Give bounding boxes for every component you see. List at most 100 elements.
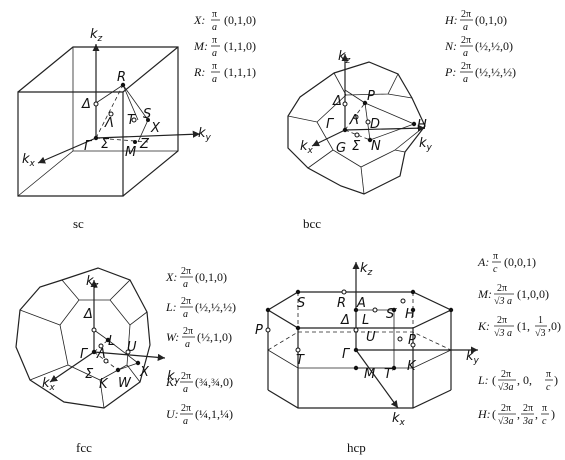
fcc-kz-label: kz xyxy=(86,274,99,291)
svg-text:,0): ,0) xyxy=(548,319,561,333)
bcc-point-Delta: Δ xyxy=(332,94,342,109)
svg-text:2π: 2π xyxy=(461,35,471,46)
fcc-equations: X: 2πa (0,1,0) L: 2πa (½,½,½) W: 2πa (½,… xyxy=(165,266,236,427)
sc-ky-axis xyxy=(95,130,201,139)
hcp-point-T: T xyxy=(296,353,305,368)
svg-text:K:: K: xyxy=(165,375,178,389)
svg-text:a: a xyxy=(183,384,188,395)
sc-point-Sigma: Σ xyxy=(101,137,110,152)
svg-text:π: π xyxy=(212,61,217,72)
svg-text:, 0,: , 0, xyxy=(517,373,532,387)
svg-text:W:: W: xyxy=(166,330,179,344)
fcc-point-W: W xyxy=(118,376,132,391)
svg-text:L:: L: xyxy=(477,373,489,387)
bcc-kx-axis xyxy=(311,129,346,147)
bcc-kx-label: kx xyxy=(300,139,314,156)
bcc-point-P: P xyxy=(367,89,375,104)
svg-text:M:: M: xyxy=(193,39,208,53)
sc-panel: kz ky kx R Δ Λ T S X Γ Σ M Z sc X: πa (0… xyxy=(17,9,256,231)
svg-text:(1,1,1): (1,1,1) xyxy=(224,65,256,79)
svg-text:2π: 2π xyxy=(501,403,511,414)
hcp-point-T-prime: T′ xyxy=(384,367,395,382)
svg-text:a: a xyxy=(212,74,217,85)
svg-text:(0,0,1): (0,0,1) xyxy=(504,255,536,269)
sc-kx-label: kx xyxy=(22,152,36,169)
svg-text:√3a: √3a xyxy=(498,382,514,393)
sc-point-Gamma: Γ xyxy=(84,139,93,154)
svg-text:a: a xyxy=(212,48,217,59)
hcp-point-M: M xyxy=(364,367,375,382)
svg-text:H:: H: xyxy=(477,407,491,421)
hcp-panel: kz ky kx S R A P Δ L S′ H P U T Γ K M T′… xyxy=(255,251,561,455)
fcc-point-Lambda: Λ xyxy=(96,347,106,362)
fcc-ky-label: ky xyxy=(167,369,181,386)
svg-text:1: 1 xyxy=(538,315,543,326)
hcp-point-Delta: Δ xyxy=(340,313,350,328)
fcc-point-Gamma: Γ xyxy=(80,347,89,362)
sc-point-Z: Z xyxy=(139,137,150,152)
hcp-point-P-right: P xyxy=(408,333,416,348)
hcp-equations: A: πc (0,0,1) M: 2π√3 a (1,0,0) K: 2π√3 … xyxy=(477,251,561,427)
hcp-point-A: A xyxy=(356,296,366,311)
svg-text:√3 a: √3 a xyxy=(494,296,512,307)
hcp-kx-label: kx xyxy=(392,411,406,428)
svg-text:(1,: (1, xyxy=(517,319,530,333)
svg-text:2π: 2π xyxy=(497,315,507,326)
svg-text:(½,½,0): (½,½,0) xyxy=(475,39,513,53)
svg-text:a: a xyxy=(212,22,217,33)
svg-text:π: π xyxy=(212,35,217,46)
hcp-point-U: U xyxy=(366,330,376,345)
svg-text:,: , xyxy=(535,407,538,421)
svg-text:(½,½,½): (½,½,½) xyxy=(475,65,516,79)
fcc-panel: kz ky kx Δ L Γ Λ U Σ K W X fcc X: 2πa (0… xyxy=(15,266,236,455)
svg-text:(: ( xyxy=(492,373,496,387)
svg-text:(0,1,0): (0,1,0) xyxy=(195,270,227,284)
svg-text:L:: L: xyxy=(165,300,177,314)
svg-text:H:: H: xyxy=(444,13,458,27)
svg-text:c: c xyxy=(493,264,498,275)
fcc-point-U: U xyxy=(127,340,137,355)
fcc-point-Delta: Δ xyxy=(83,307,93,322)
svg-text:2π: 2π xyxy=(497,283,507,294)
bcc-point-Sigma: Σ xyxy=(352,139,361,154)
fcc-point-K: K xyxy=(99,377,109,392)
svg-text:a: a xyxy=(463,22,468,33)
svg-text:π: π xyxy=(493,251,498,262)
svg-text:): ) xyxy=(551,407,555,421)
bcc-panel: kz ky kx P Δ Γ Λ D H G Σ N bcc H: 2πa (0… xyxy=(287,9,516,231)
svg-text:X:: X: xyxy=(193,13,205,27)
hcp-ky-label: ky xyxy=(466,349,480,366)
svg-text:2π: 2π xyxy=(181,371,191,382)
svg-text:2π: 2π xyxy=(461,9,471,20)
svg-text:3a: 3a xyxy=(522,416,533,427)
svg-text:(¾,¾,0): (¾,¾,0) xyxy=(195,375,233,389)
bcc-polyhedron xyxy=(287,61,426,195)
svg-text:√3 a: √3 a xyxy=(494,328,512,339)
sc-point-Lambda: Λ xyxy=(104,116,114,131)
sc-kz-label: kz xyxy=(90,27,103,44)
svg-text:(½,1,0): (½,1,0) xyxy=(197,330,232,344)
svg-text:c: c xyxy=(542,416,547,427)
svg-text:R:: R: xyxy=(193,65,205,79)
svg-text:A:: A: xyxy=(477,255,489,269)
svg-text:M:: M: xyxy=(477,287,492,301)
hcp-kz-label: kz xyxy=(360,261,373,278)
hcp-point-K: K xyxy=(407,359,417,374)
sc-point-S: S xyxy=(143,107,151,122)
bcc-equations: H: 2πa (0,1,0) N: 2πa (½,½,0) P: 2πa (½,… xyxy=(444,9,516,85)
sc-point-M: M xyxy=(125,145,136,160)
bcc-point-G: G xyxy=(336,141,346,156)
svg-text:a: a xyxy=(463,48,468,59)
svg-text:√3: √3 xyxy=(535,328,546,339)
svg-text:N:: N: xyxy=(444,39,457,53)
svg-text:a: a xyxy=(185,339,190,350)
fcc-kx-label: kx xyxy=(42,376,56,393)
hcp-point-S-top: S xyxy=(297,296,305,311)
hcp-caption: hcp xyxy=(347,440,366,455)
fcc-point-L: L xyxy=(108,334,115,349)
bcc-point-N: N xyxy=(371,139,381,154)
hcp-kx-axis xyxy=(355,349,399,409)
svg-text:(0,1,0): (0,1,0) xyxy=(224,13,256,27)
svg-text:): ) xyxy=(554,373,558,387)
